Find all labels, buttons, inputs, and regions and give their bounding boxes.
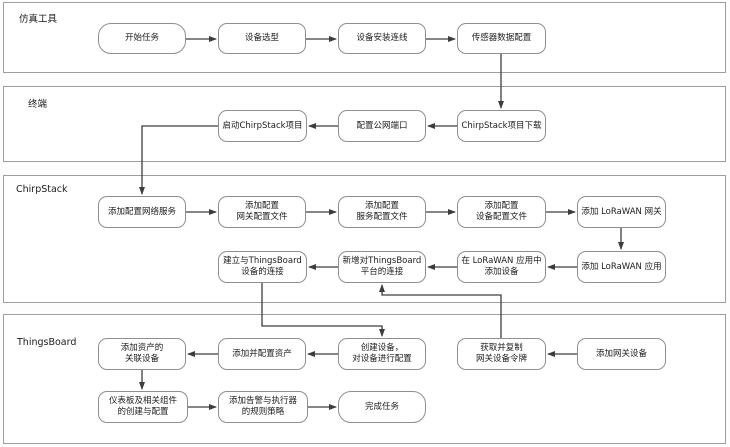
node-add-asset-device-label: 添加资产的 关联设备 (120, 343, 164, 364)
node-dashboard-config: 仪表板及相关组件 的创建与配置 (98, 391, 188, 423)
node-start-chirpstack: 启动ChirpStack项目 (218, 110, 307, 142)
node-start-chirpstack-label: 启动ChirpStack项目 (222, 120, 303, 131)
lane-label-thingsboard: ThingsBoard (17, 337, 77, 348)
node-add-svc-profile: 添加配置 服务配置文件 (338, 196, 426, 228)
node-sensor-config: 传感器数据配置 (457, 23, 546, 54)
node-add-dev-profile: 添加配置 设备配置文件 (457, 196, 546, 228)
node-add-dev-profile-label: 添加配置 设备配置文件 (475, 201, 527, 222)
node-config-port: 配置公网端口 (338, 110, 426, 142)
node-add-lorawan-gw: 添加 LoRaWAN 网关 (577, 196, 666, 228)
node-start-task: 开始任务 (98, 23, 186, 54)
node-complete-task: 完成任务 (338, 391, 426, 423)
node-new-tb-platform-label: 新增对ThingsBoard 平台的连接 (342, 256, 422, 277)
lane-label-chirpstack: ChirpStack (16, 184, 68, 195)
lane-label-simulation-tool: 仿真工具 (19, 14, 58, 25)
node-complete-task-label: 完成任务 (364, 401, 399, 412)
edge-connect-tb-device-to-create-device (261, 283, 385, 337)
node-device-selection: 设备选型 (218, 23, 306, 54)
node-add-lorawan-app: 添加 LoRaWAN 应用 (577, 251, 666, 283)
node-add-device-in-app: 在 LoRaWAN 应用中 添加设备 (457, 251, 546, 283)
node-chirpstack-download: ChirpStack项目下载 (457, 110, 546, 142)
node-add-gw-device: 添加网关设备 (577, 338, 666, 370)
node-add-lorawan-app-label: 添加 LoRaWAN 应用 (581, 261, 662, 272)
edge-get-token-to-new-tb-platform (379, 284, 502, 338)
node-start-task-label: 开始任务 (124, 33, 159, 43)
node-add-config-asset-label: 添加并配置资产 (232, 348, 292, 359)
node-connect-tb-device: 建立与ThingsBoard 设备的连接 (218, 251, 307, 283)
node-create-device-label: 创建设备， 对设备进行配置 (352, 343, 412, 364)
node-add-config-asset: 添加并配置资产 (218, 338, 306, 370)
node-get-token: 获取并复制 网关设备令牌 (457, 338, 546, 370)
node-add-svc-profile-label: 添加配置 服务配置文件 (356, 201, 408, 222)
node-create-device: 创建设备， 对设备进行配置 (338, 338, 426, 370)
node-new-tb-platform: 新增对ThingsBoard 平台的连接 (338, 251, 426, 283)
node-chirpstack-download-label: ChirpStack项目下载 (461, 120, 542, 131)
node-add-gw-profile: 添加配置 网关配置文件 (218, 196, 306, 228)
node-add-alarm-rules: 添加告警与执行器 的规则策略 (218, 391, 308, 423)
node-add-gw-device-label: 添加网关设备 (595, 348, 647, 359)
node-add-gw-profile-label: 添加配置 网关配置文件 (236, 201, 288, 222)
node-get-token-label: 获取并复制 网关设备令牌 (475, 343, 527, 364)
node-add-net-service-label: 添加配置网络服务 (107, 206, 176, 217)
node-add-alarm-rules-label: 添加告警与执行器 的规则策略 (228, 396, 297, 417)
edge-start-chirpstack-to-add-net-service (139, 125, 218, 195)
node-add-asset-device: 添加资产的 关联设备 (98, 338, 186, 370)
node-dashboard-config-label: 仪表板及相关组件 的创建与配置 (108, 396, 177, 417)
node-add-device-in-app-label: 在 LoRaWAN 应用中 添加设备 (461, 256, 542, 277)
node-device-wiring-label: 设备安装连线 (356, 33, 408, 43)
node-add-net-service: 添加配置网络服务 (98, 196, 186, 228)
node-device-selection-label: 设备选型 (244, 33, 279, 43)
node-connect-tb-device-label: 建立与ThingsBoard 设备的连接 (223, 256, 302, 277)
node-device-wiring: 设备安装连线 (338, 23, 426, 54)
lane-label-terminal: 终端 (28, 99, 48, 110)
node-config-port-label: 配置公网端口 (356, 120, 408, 131)
node-sensor-config-label: 传感器数据配置 (471, 33, 532, 43)
node-add-lorawan-gw-label: 添加 LoRaWAN 网关 (581, 206, 662, 217)
